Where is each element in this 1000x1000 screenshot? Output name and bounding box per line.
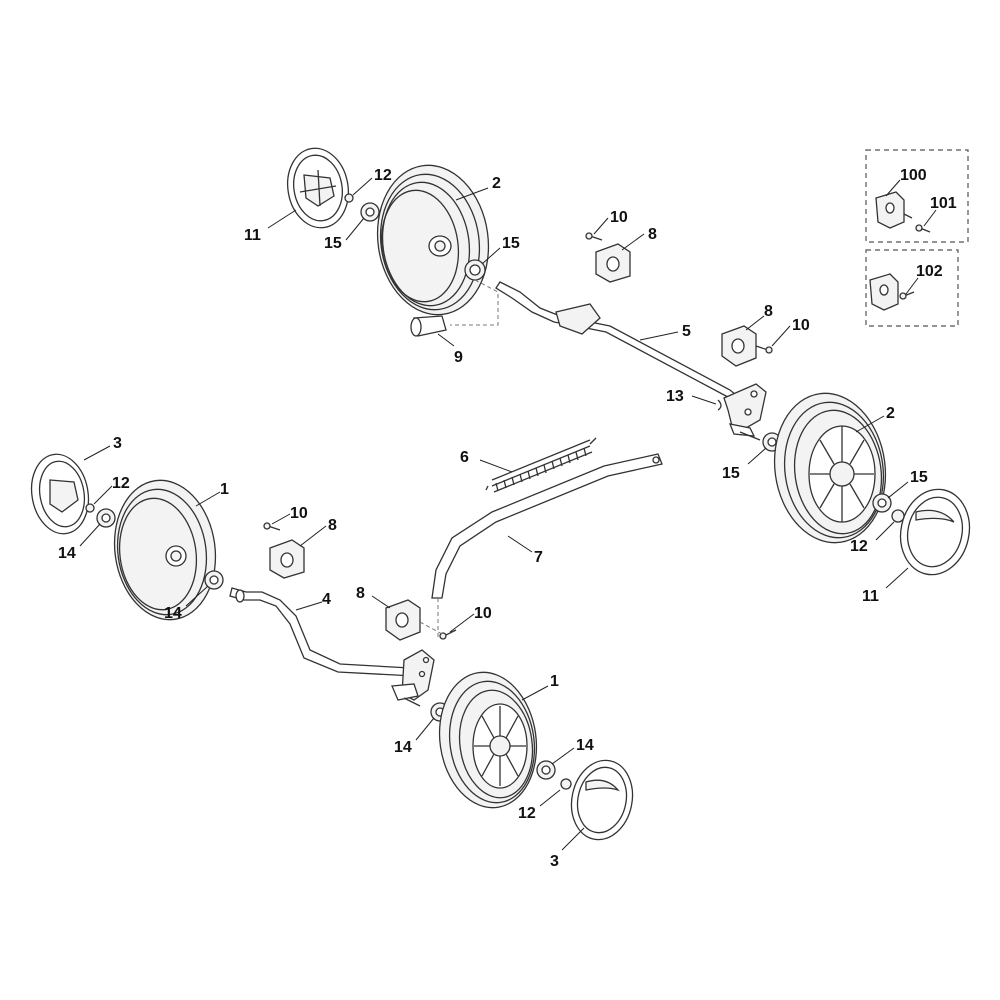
callout-9: 9: [454, 349, 463, 366]
callout-15: 15: [502, 235, 520, 252]
bracket-8-left: [269, 539, 305, 579]
clip-13: [717, 399, 722, 411]
callout-4: 4: [322, 591, 331, 608]
callout-8: 8: [648, 226, 657, 243]
wheel-2-top: [376, 164, 490, 316]
callout-7: 7: [534, 549, 543, 566]
kit-box-102: [865, 249, 959, 327]
screw-101: [915, 224, 931, 233]
callout-8: 8: [356, 585, 365, 602]
callout-15: 15: [324, 235, 342, 252]
callout-101: 101: [930, 195, 957, 212]
hubcap-3-bottom: [570, 759, 634, 841]
screw-102: [899, 291, 915, 300]
bearing-15-top-right: [464, 259, 486, 281]
hubcap-11-right: [899, 488, 971, 576]
bearing-14-bottom-outer: [536, 760, 556, 780]
bearing-14-left-inner: [204, 570, 224, 590]
callout-8: 8: [764, 303, 773, 320]
callout-6: 6: [460, 449, 469, 466]
callout-14: 14: [576, 737, 594, 754]
callout-100: 100: [900, 167, 927, 184]
callout-1: 1: [550, 673, 559, 690]
nut-12-left: [85, 503, 95, 513]
kit-box-100: [865, 149, 969, 243]
wheel-1-bottom: [438, 671, 538, 809]
callout-10: 10: [474, 605, 492, 622]
callout-14: 14: [164, 605, 182, 622]
wheel-2-right: [773, 392, 887, 544]
callout-12: 12: [850, 538, 868, 555]
hubcap-3-left: [30, 453, 90, 535]
callout-8: 8: [328, 517, 337, 534]
spring-6: [485, 437, 597, 493]
bracket-8-center: [385, 599, 421, 641]
nut-12-right: [891, 509, 905, 523]
callout-11: 11: [862, 588, 879, 605]
bracket-8-right: [721, 325, 757, 367]
callout-102: 102: [916, 263, 943, 280]
wheel-1-left: [113, 479, 217, 621]
height-lever-7: [431, 453, 663, 640]
callout-15: 15: [722, 465, 740, 482]
callout-2: 2: [492, 175, 501, 192]
screw-10-left: [263, 522, 281, 531]
screw-10-center: [439, 629, 457, 640]
kit-102-assembly: [869, 273, 899, 311]
hubcap-11-top: [287, 147, 349, 229]
callout-3: 3: [550, 853, 559, 870]
callout-12: 12: [518, 805, 536, 822]
callout-1: 1: [220, 481, 229, 498]
callout-5: 5: [682, 323, 691, 340]
kit-100-assembly: [875, 191, 913, 229]
bearing-14-left: [96, 508, 116, 528]
leader-lines: [79, 177, 937, 851]
callout-11: 11: [244, 227, 261, 244]
nut-12-top: [344, 193, 354, 203]
bearing-15-top-left: [360, 202, 380, 222]
callout-3: 3: [113, 435, 122, 452]
callout-14: 14: [394, 739, 412, 756]
callout-12: 12: [374, 167, 392, 184]
bracket-8-top: [595, 243, 631, 283]
cap-9: [410, 315, 447, 337]
callout-12: 12: [112, 475, 130, 492]
callout-10: 10: [290, 505, 308, 522]
front-axle-4: [229, 587, 435, 707]
callout-10: 10: [792, 317, 810, 334]
screw-10-top: [585, 232, 603, 241]
callout-14: 14: [58, 545, 76, 562]
callout-10: 10: [610, 209, 628, 226]
nut-12-bottom: [560, 778, 572, 790]
callout-13: 13: [666, 388, 684, 405]
bearing-15-right-outer: [872, 493, 892, 513]
callout-15: 15: [910, 469, 928, 486]
screw-10-right: [755, 345, 773, 354]
callout-2: 2: [886, 405, 895, 422]
rear-axle-5: [495, 281, 767, 441]
